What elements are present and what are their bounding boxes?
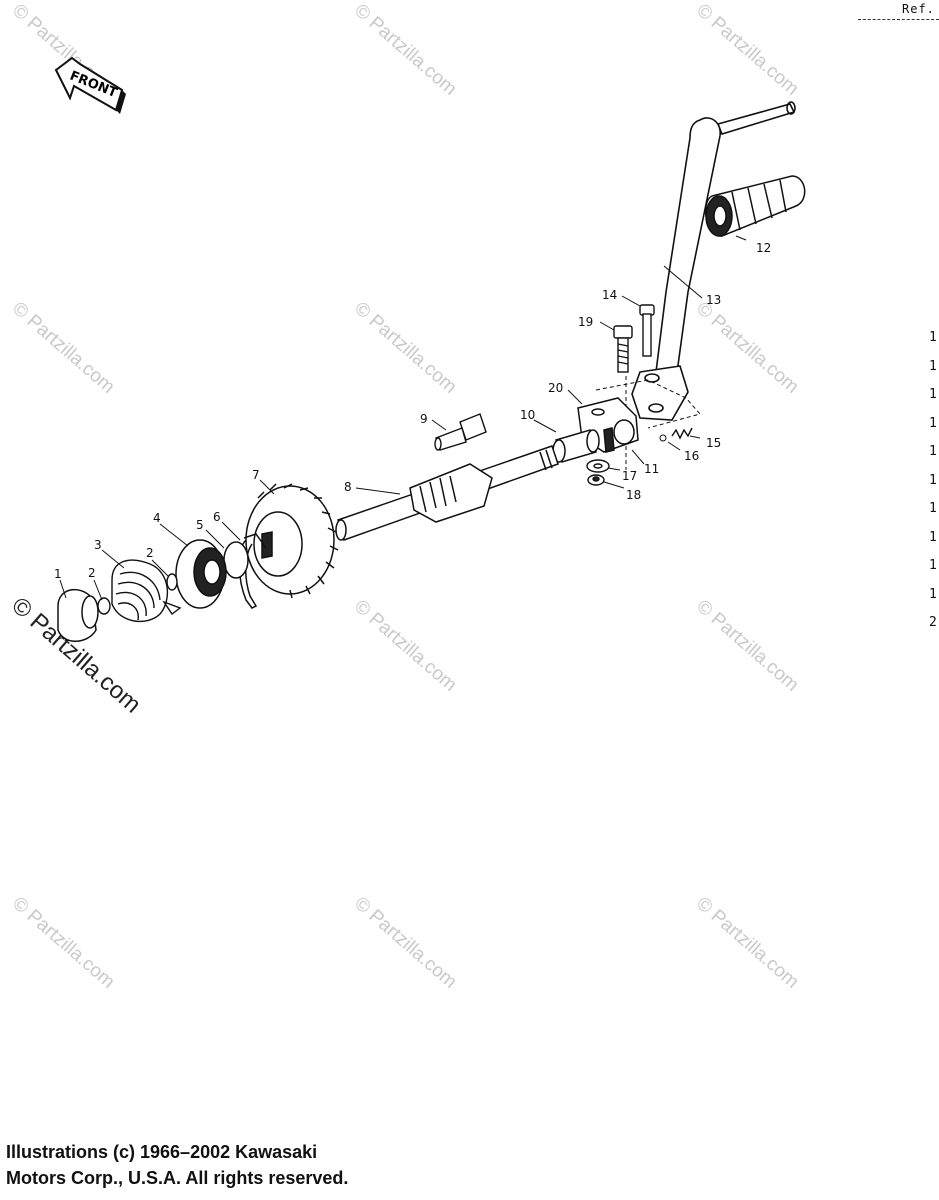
spring-guide [57,588,99,642]
quantity-cell: 1 [929,472,937,488]
quantity-cell: 1 [929,586,937,602]
ref-header: Ref. [902,2,935,16]
callout-17: 17 [622,469,637,483]
callout-16: 16 [684,449,699,463]
pedal-rubber-grip [704,175,806,237]
callout-10: 10 [520,408,535,422]
callout-1: 1 [54,567,62,581]
washer [166,573,178,591]
callout-2: 2 [88,566,96,580]
callout-2: 2 [146,546,154,560]
front-arrow-icon: FRONT [54,56,126,114]
kick-gear [245,483,339,599]
quantity-cell: 1 [929,501,937,516]
copyright-line: Illustrations (c) 1966–2002 Kawasaki [6,1142,318,1162]
nut-18 [587,474,605,486]
leader-lines [59,235,747,601]
quantity-cell: 2 [929,615,937,630]
callout-18: 18 [626,488,641,502]
assembly-guides [595,376,701,470]
detent-ball [659,434,667,442]
ratchet [175,539,227,609]
quantity-cell: 1 [929,529,937,545]
callout-4: 4 [153,511,161,525]
callout-3: 3 [94,538,102,552]
callout-13: 13 [706,293,721,307]
ref-divider [858,19,939,20]
callout-11: 11 [644,462,659,476]
kick-pedal-arm [631,101,796,421]
ring [223,541,249,579]
callout-5: 5 [196,518,204,532]
kick-spring [111,559,182,623]
quantity-cell: 1 [929,330,937,345]
quantity-cell: 1 [929,558,937,573]
quantity-column: 1 1 1 1 1 1 1 1 1 1 2 [929,330,937,644]
copyright-notice: Illustrations (c) 1966–2002 Kawasaki Mot… [6,1139,348,1191]
quantity-cell: 1 [929,444,937,459]
callout-8: 8 [344,480,352,494]
copyright-line: Motors Corp., U.S.A. All rights reserved… [6,1168,349,1188]
quantity-cell: 1 [929,415,937,431]
callout-15: 15 [706,436,721,450]
callout-12: 12 [756,241,771,255]
washer-17 [586,459,610,473]
detent-spring [671,427,693,440]
bolt-14 [639,304,655,357]
kick-shaft [335,445,559,541]
quantity-cell: 1 [929,387,937,402]
callout-20: 20 [548,381,563,395]
callout-7: 7 [252,468,260,482]
plug-bolt [434,413,487,451]
shaft-collar [552,429,600,463]
callout-14: 14 [602,288,617,302]
callout-6: 6 [213,510,221,524]
quantity-cell: 1 [929,358,937,374]
bolt-19 [613,325,633,373]
callout-9: 9 [420,412,428,426]
callout-19: 19 [578,315,593,329]
washer [97,597,111,615]
